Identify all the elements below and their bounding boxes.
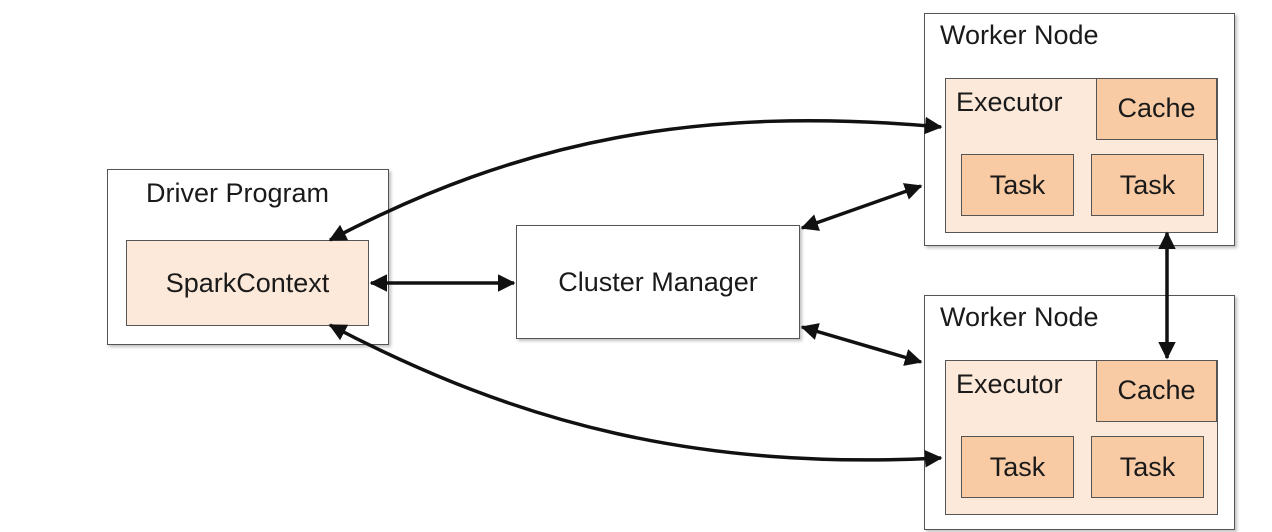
- worker-node-2: Worker Node Executor Cache Task Task: [924, 295, 1235, 530]
- task-label: Task: [989, 451, 1046, 482]
- cache-box: Cache: [1096, 359, 1217, 422]
- cache-label: Cache: [1117, 375, 1196, 405]
- worker-node-title: Worker Node: [940, 302, 1099, 332]
- arrow-cluster-manager-worker-1: [800, 183, 923, 231]
- executor-label: Executor: [956, 87, 1063, 117]
- executor-box: Executor Cache Task Task: [945, 77, 1218, 233]
- task-label: Task: [1119, 451, 1176, 482]
- arrow-driver-executor-1: [328, 116, 943, 242]
- task-box: Task: [961, 436, 1074, 498]
- task-box: Task: [961, 154, 1074, 216]
- spark-context-label: SparkContext: [165, 267, 330, 298]
- cache-label: Cache: [1117, 93, 1196, 123]
- cluster-manager-label: Cluster Manager: [558, 266, 758, 297]
- cluster-manager-box: Cluster Manager: [516, 225, 800, 339]
- arrow-driver-executor-2: [328, 323, 943, 468]
- task-label: Task: [989, 169, 1046, 200]
- driver-program-title: Driver Program: [146, 178, 330, 208]
- task-box: Task: [1091, 436, 1204, 498]
- task-label: Task: [1119, 169, 1176, 200]
- executor-box: Executor Cache Task Task: [945, 359, 1218, 515]
- worker-node-1: Worker Node Executor Cache Task Task: [924, 13, 1235, 246]
- task-box: Task: [1091, 154, 1204, 216]
- arrow-cluster-manager-worker-2: [800, 323, 923, 366]
- spark-context-box: SparkContext: [126, 240, 369, 326]
- cache-box: Cache: [1096, 77, 1217, 140]
- worker-node-title: Worker Node: [940, 20, 1099, 50]
- executor-label: Executor: [956, 369, 1063, 399]
